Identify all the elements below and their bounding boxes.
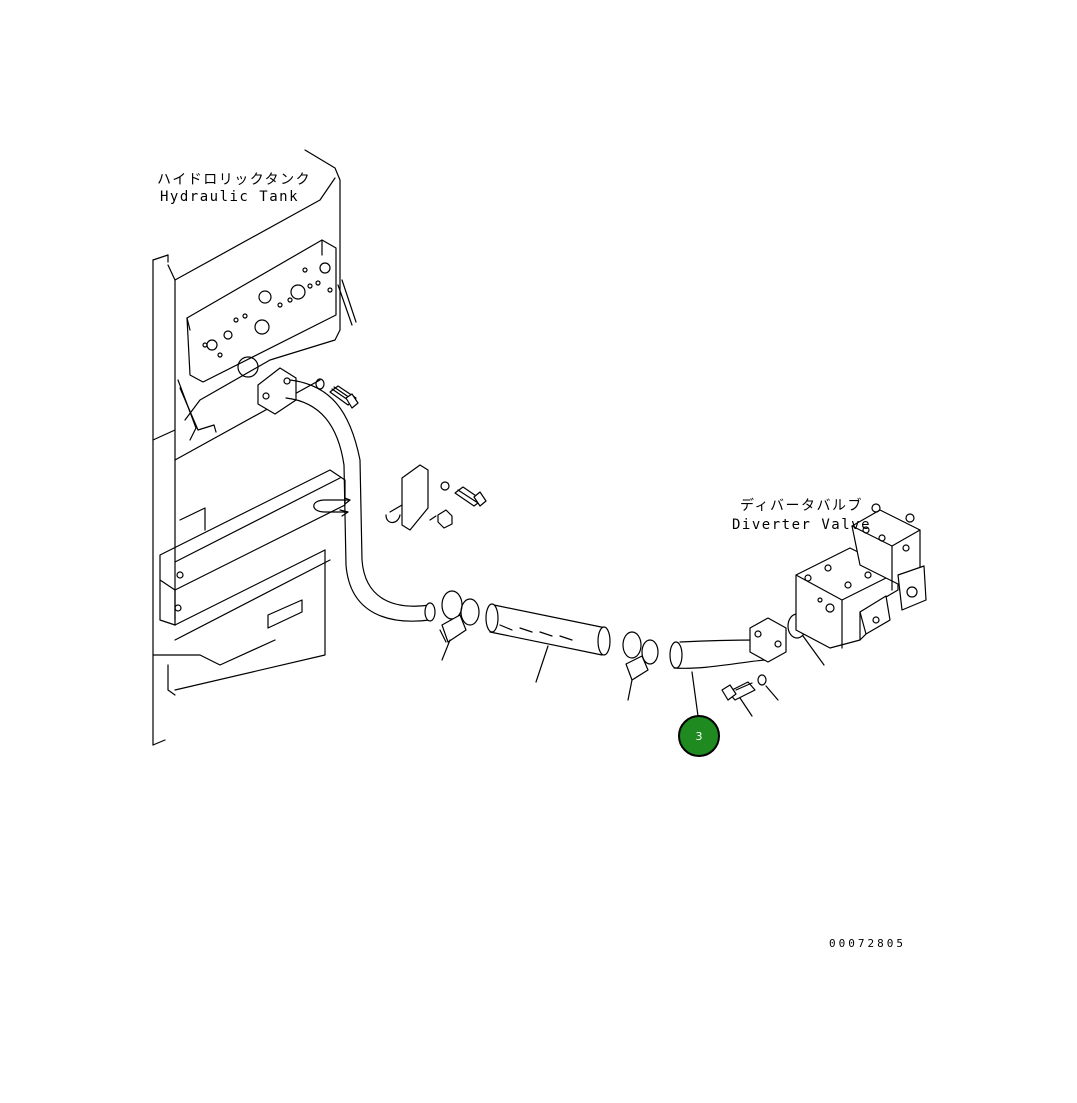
hose-clamp-left [439, 590, 480, 661]
elbow-tube-part-3 [669, 617, 787, 669]
hose-clamp-right [622, 631, 659, 701]
u-bolt [313, 497, 351, 517]
diverter-valve-label-en: Diverter Valve [732, 517, 872, 533]
clip-bracket [385, 464, 487, 531]
tank-flange-bolt [315, 378, 359, 409]
valve-flange-bolt [721, 674, 779, 717]
steel-tube-upper [285, 379, 436, 622]
part-callout-number: 3 [695, 729, 703, 743]
diverter-valve [795, 503, 927, 649]
tank-lower-frame [152, 379, 346, 746]
hydraulic-tank [152, 149, 357, 746]
part-callout-3[interactable]: 3 [678, 715, 720, 757]
hydraulic-tank-label-jp: ハイドロリックタンク [157, 172, 312, 188]
callout-leader-line [691, 671, 699, 717]
tank-side-flange [257, 367, 297, 415]
drawing-number: 00072805 [829, 937, 906, 950]
tank-port-plate [186, 239, 337, 383]
rubber-hose [485, 603, 611, 683]
hydraulic-tank-label-en: Hydraulic Tank [160, 189, 300, 205]
diverter-valve-label-jp: ディバータバルブ [740, 498, 864, 514]
